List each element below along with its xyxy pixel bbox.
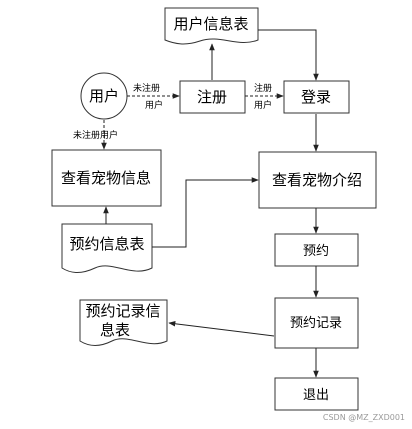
edge-booking-info-to-view-intro: [152, 177, 259, 248]
user-node: 用户: [80, 72, 128, 120]
edge-user-register-label-2: 用户: [145, 99, 163, 111]
exit-node: 退出: [274, 377, 359, 411]
user-info-table-label: 用户信息表: [173, 15, 248, 33]
booking-info-table-label: 预约信息表: [69, 235, 144, 253]
register-node: 注册: [179, 80, 246, 114]
edge-register-login-label-1: 注册: [254, 82, 272, 94]
edge-user-view-info-label: 未注册用户: [73, 129, 118, 141]
login-label: 登录: [301, 88, 331, 106]
watermark: CSDN @MZ_ZXD001: [323, 413, 405, 422]
view-pet-info-label: 查看宠物信息: [61, 169, 151, 187]
user-info-table-node: 用户信息表: [164, 7, 259, 45]
register-label: 注册: [197, 88, 227, 106]
edge-user-register-label-1: 未注册: [133, 82, 160, 94]
view-pet-info-node: 查看宠物信息: [51, 149, 162, 207]
login-node: 登录: [283, 80, 350, 114]
book-node: 预约: [274, 233, 359, 267]
view-pet-intro-node: 查看宠物介绍: [258, 151, 377, 209]
booking-info-table-node: 预约信息表: [61, 223, 153, 273]
booking-record-label: 预约记录: [290, 316, 342, 331]
booking-record-node: 预约记录: [274, 297, 359, 349]
user-label: 用户: [89, 87, 119, 105]
exit-label: 退出: [303, 388, 329, 403]
booking-record-table-node: 预约记录信 息表: [79, 299, 168, 346]
edge-register-login-label-2: 用户: [254, 99, 272, 111]
edge-record-to-record-table: [168, 320, 275, 337]
view-pet-intro-label: 查看宠物介绍: [272, 171, 362, 189]
book-label: 预约: [303, 244, 329, 259]
edge-user-info-table-to-login: [258, 29, 319, 81]
booking-record-table-label-line2: 息表: [100, 321, 130, 339]
booking-record-table-label-line1: 预约记录信: [85, 302, 160, 320]
